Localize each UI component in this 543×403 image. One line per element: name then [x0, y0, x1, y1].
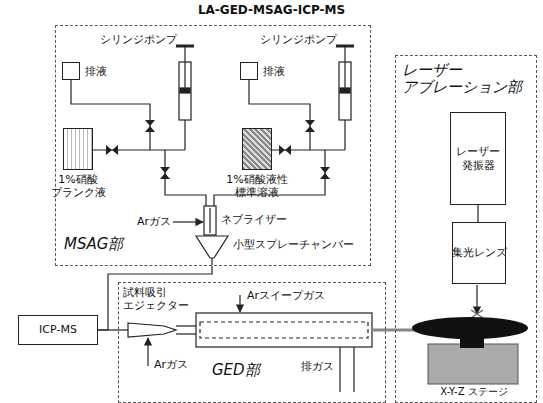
- process-box: 集光レンズ: [452, 222, 506, 284]
- part-label: シリンジポンプ: [256, 33, 338, 46]
- part-label: X-Y-Z ステージ: [428, 386, 520, 398]
- connector: [98, 266, 212, 330]
- region-label: MSAG部: [64, 236, 144, 253]
- sample-holder: [460, 336, 484, 348]
- gas-arrow: [239, 295, 240, 312]
- solution-bottle: 1%硝酸 ブランク液: [45, 128, 111, 200]
- sample-disc: [412, 317, 528, 339]
- part-label: Arガス: [153, 358, 189, 371]
- node-text: 排液: [263, 64, 285, 79]
- dashed-region: レーザー アブレーション部レーザー 発振器集光レンズ: [395, 55, 537, 403]
- ejector: [128, 323, 176, 337]
- dashed-region: MSAG部排液1%硝酸 ブランク液排液1%硝酸液性 標準溶液: [55, 25, 371, 266]
- exhaust-pipe: [339, 347, 340, 392]
- process-box: ICP-MS: [18, 315, 98, 345]
- spray-chamber: [196, 236, 228, 258]
- tube: [165, 150, 206, 206]
- gas-arrow: [147, 338, 148, 366]
- laser-beam: [476, 285, 477, 314]
- part-label: Arスイープガス: [246, 289, 326, 302]
- vessel-outline: [62, 62, 80, 80]
- diagram-title: LA-GED-MSAG-ICP-MS: [0, 3, 543, 17]
- gas-arrow: [173, 221, 203, 222]
- part-label: 排ガス: [300, 360, 335, 373]
- node-text: ICP-MS: [39, 323, 77, 337]
- ged-chamber: [196, 313, 372, 347]
- node-text: 1%硝酸 ブランク液: [45, 173, 111, 199]
- drain-vessel: 排液: [240, 60, 296, 82]
- bottle-outline: [63, 128, 93, 170]
- part-label: シリンジポンプ: [96, 33, 178, 46]
- process-box: レーザー 発振器: [450, 112, 506, 205]
- solution-bottle: 1%硝酸液性 標準溶液: [219, 128, 295, 200]
- syringe-pump: [176, 46, 194, 150]
- drain-vessel: 排液: [62, 60, 118, 82]
- node-text: 集光レンズ: [452, 246, 507, 260]
- part-label: Arガス: [120, 215, 172, 228]
- part-label: 試料吸引 エジェクター: [122, 286, 198, 312]
- region-label: レーザー アブレーション部: [402, 62, 532, 97]
- region-label: GED部: [212, 362, 282, 379]
- connector: [477, 205, 478, 222]
- valve: [106, 120, 330, 179]
- vessel-outline: [240, 62, 258, 80]
- stage: [428, 344, 518, 384]
- connector: [98, 329, 118, 330]
- node-text: レーザー 発振器: [454, 145, 502, 173]
- bottle-outline: [242, 128, 272, 170]
- nebulizer: [204, 206, 216, 235]
- part-label: ネブライザー: [220, 213, 288, 226]
- node-text: 1%硝酸液性 標準溶液: [219, 173, 295, 199]
- node-text: 排液: [85, 64, 107, 79]
- part-label: 小型スプレーチャンバー: [232, 238, 355, 251]
- syringe-pump: [336, 46, 354, 150]
- tube: [78, 150, 185, 164]
